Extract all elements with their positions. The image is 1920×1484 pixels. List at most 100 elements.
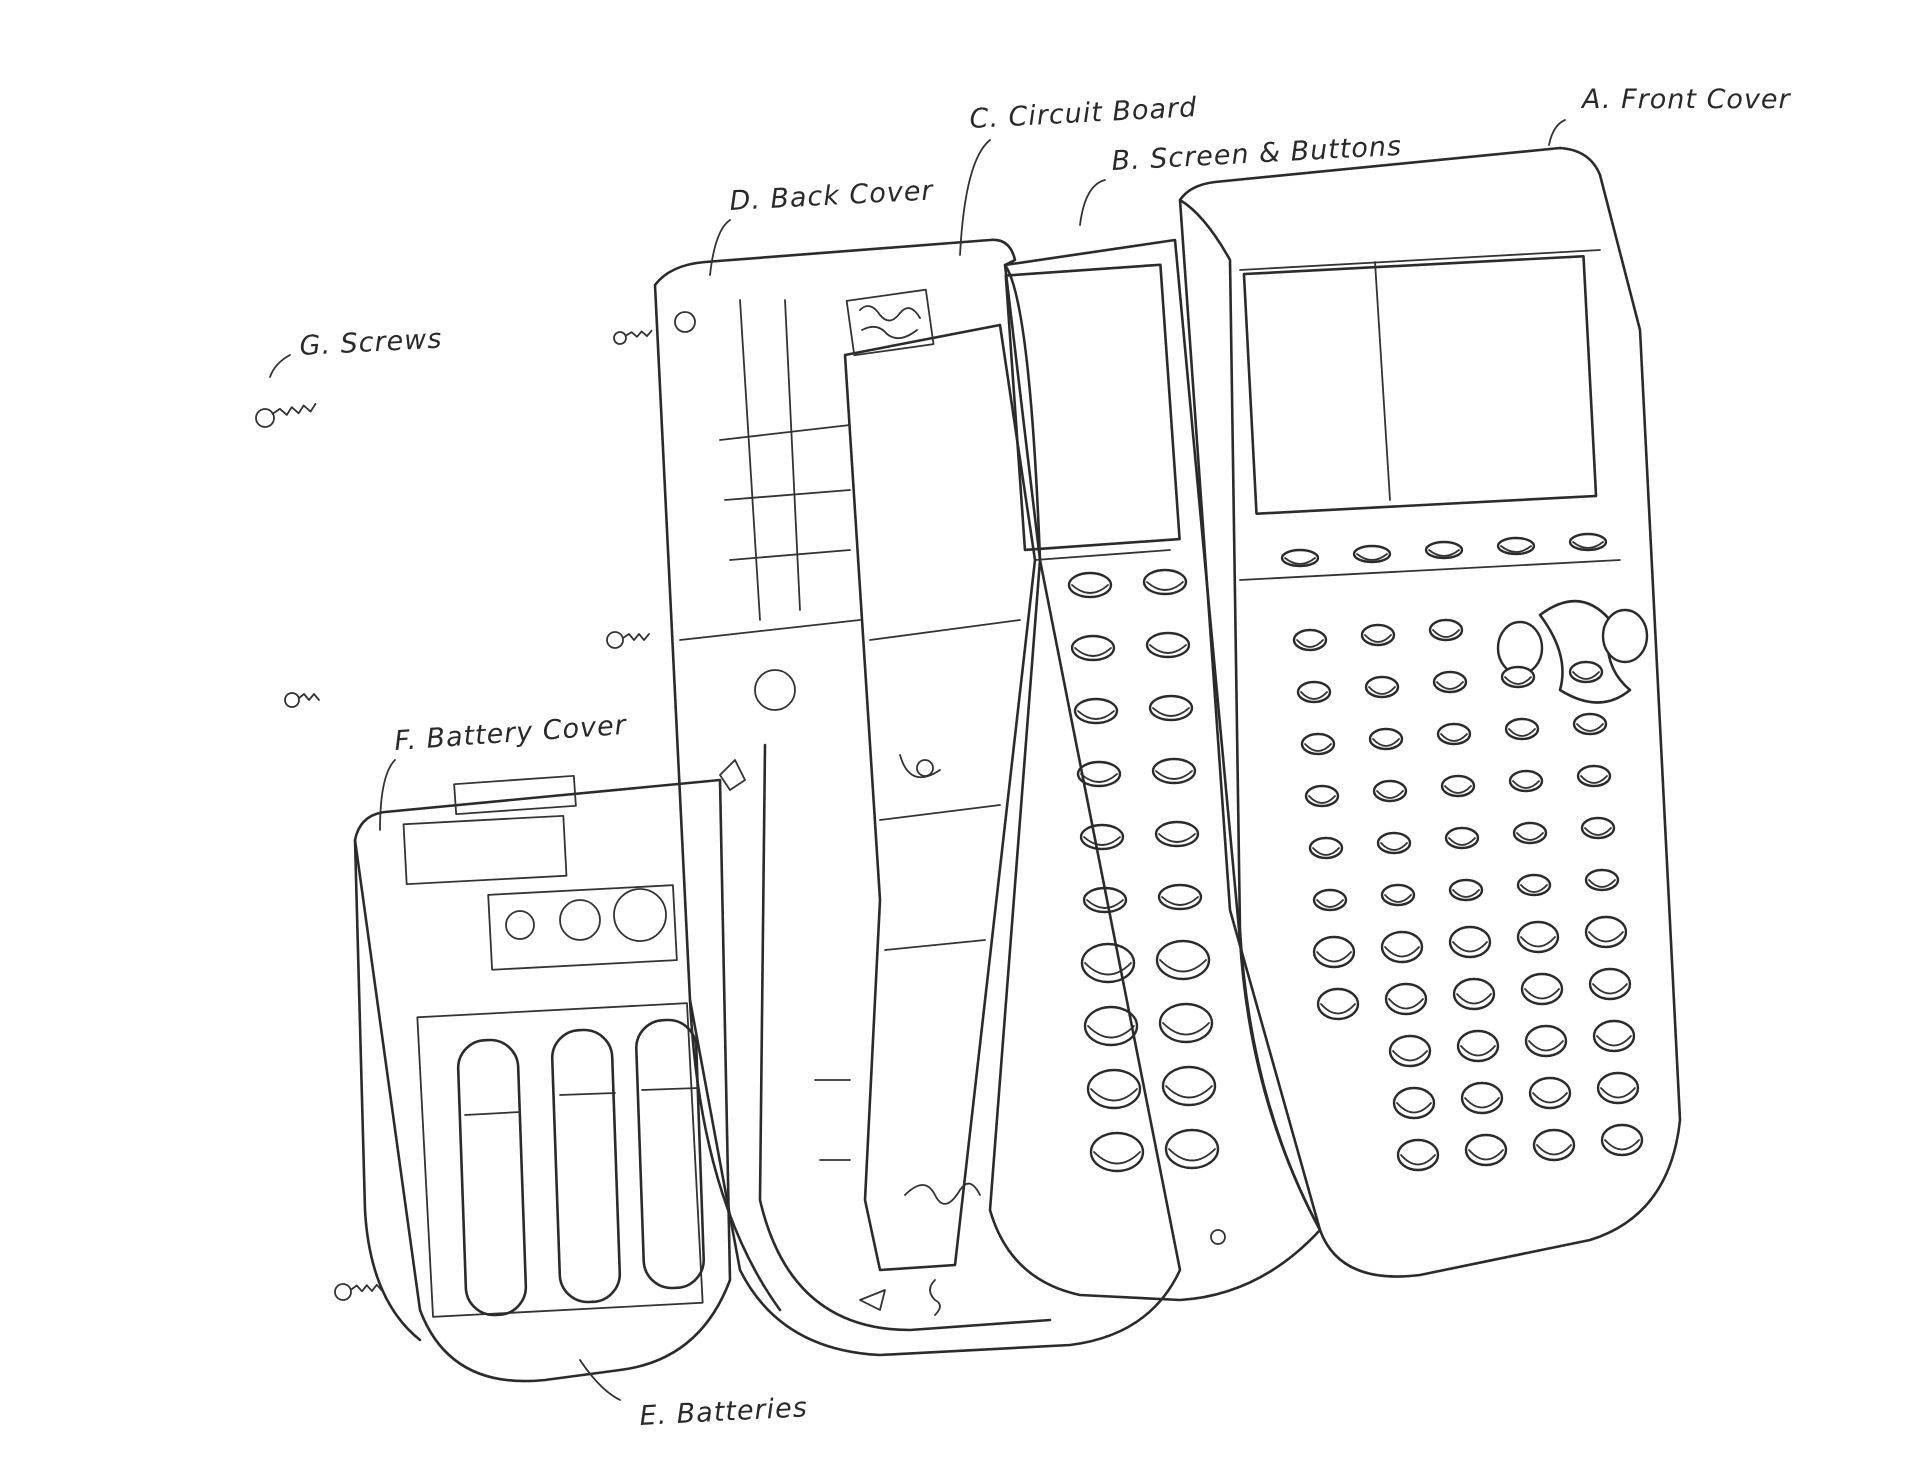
key-shadow: [1452, 889, 1480, 898]
key-shadow: [1400, 1154, 1436, 1166]
key-shadow: [1448, 837, 1476, 846]
key-shadow: [1380, 842, 1408, 851]
key-shadow: [1320, 1003, 1356, 1015]
screw: [613, 329, 653, 345]
label-front-cover: A. Front Cover: [1580, 84, 1792, 115]
key-cap: [1460, 1081, 1504, 1115]
key-shadow: [1168, 1148, 1216, 1162]
key-cap: [1396, 1138, 1440, 1172]
key-cap: [1584, 915, 1628, 949]
key-shadow: [1071, 584, 1109, 594]
key-shadow: [1308, 795, 1336, 804]
key-shadow: [1152, 707, 1190, 717]
key-shadow: [1536, 1144, 1572, 1156]
key-shadow: [1528, 1040, 1564, 1052]
key-shadow: [1388, 998, 1424, 1010]
key-cap: [1388, 1034, 1432, 1068]
screw: [334, 1283, 383, 1301]
back-cover: [653, 238, 1182, 1357]
screws: [255, 329, 653, 1301]
key-shadow: [1074, 647, 1112, 657]
front-cover: [1178, 146, 1682, 1278]
key-shadow: [1468, 1149, 1504, 1161]
key-shadow: [1312, 847, 1340, 856]
key-shadow: [1588, 931, 1624, 943]
leader-lines: [269, 119, 1566, 1401]
key-shadow: [1432, 629, 1460, 638]
label-batteries: E. Batteries: [639, 1392, 809, 1432]
key-shadow: [1087, 1025, 1135, 1039]
key-shadow: [1512, 780, 1540, 789]
key-cap: [1516, 920, 1560, 954]
leader-batteries: [579, 1359, 621, 1401]
key-shadow: [1520, 936, 1556, 948]
key-cap: [1380, 930, 1424, 964]
key-cap: [1086, 1068, 1142, 1110]
screw: [284, 692, 320, 708]
key-cap: [1164, 1128, 1220, 1170]
key-cap: [1089, 1131, 1145, 1173]
circuit-board: [843, 288, 1037, 1272]
label-screen-buttons: B. Screen & Buttons: [1111, 131, 1403, 177]
key-shadow: [1592, 983, 1628, 995]
screw: [255, 402, 317, 428]
key-shadow: [1524, 988, 1560, 1000]
key-shadow: [1284, 557, 1316, 565]
key-shadow: [1161, 896, 1199, 906]
key-cap: [1161, 1065, 1217, 1107]
key-shadow: [1428, 549, 1460, 557]
key-cap: [1392, 1086, 1436, 1120]
leader-circuit-board: [959, 139, 991, 256]
key-cap: [1532, 1128, 1576, 1162]
leader-screws: [269, 354, 291, 378]
key-shadow: [1376, 790, 1404, 799]
key-shadow: [1576, 723, 1604, 732]
key-shadow: [1604, 1139, 1640, 1151]
key-shadow: [1600, 1087, 1636, 1099]
key-shadow: [1368, 686, 1396, 695]
key-cap: [1158, 1002, 1214, 1044]
key-shadow: [1316, 899, 1344, 908]
key-cap: [1452, 977, 1496, 1011]
key-shadow: [1146, 581, 1184, 591]
key-cap: [1528, 1076, 1572, 1110]
key-shadow: [1392, 1050, 1428, 1062]
screen-and-buttons: [988, 238, 1322, 1302]
key-shadow: [1300, 691, 1328, 700]
label-battery-cover: F. Battery Cover: [393, 710, 628, 757]
key-shadow: [1584, 827, 1612, 836]
key-shadow: [1572, 671, 1600, 680]
key-shadow: [1452, 941, 1488, 953]
key-shadow: [1384, 946, 1420, 958]
key-shadow: [1508, 728, 1536, 737]
key-shadow: [1083, 836, 1121, 846]
key-shadow: [1086, 899, 1124, 909]
key-cap: [1080, 942, 1136, 984]
screw: [606, 631, 650, 649]
key-shadow: [1436, 681, 1464, 690]
key-cap: [1083, 1005, 1139, 1047]
key-shadow: [1155, 770, 1193, 780]
key-shadow: [1316, 951, 1352, 963]
key-shadow: [1080, 773, 1118, 783]
key-shadow: [1532, 1092, 1568, 1104]
key-shadow: [1516, 832, 1544, 841]
key-shadow: [1372, 738, 1400, 747]
leader-back-cover: [709, 219, 731, 276]
key-cap: [1384, 982, 1428, 1016]
key-shadow: [1572, 541, 1604, 549]
leader-screen-buttons: [1079, 179, 1106, 226]
key-shadow: [1304, 743, 1332, 752]
leader-battery-cover: [379, 759, 396, 831]
key-shadow: [1460, 1045, 1496, 1057]
key-shadow: [1149, 644, 1187, 654]
key-shadow: [1456, 993, 1492, 1005]
key-shadow: [1596, 1035, 1632, 1047]
key-shadow: [1440, 733, 1468, 742]
key-cap: [1524, 1024, 1568, 1058]
label-back-cover: D. Back Cover: [729, 175, 935, 217]
battery-cover: [353, 774, 732, 1383]
key-shadow: [1090, 1088, 1138, 1102]
key-shadow: [1520, 884, 1548, 893]
key-shadow: [1296, 639, 1324, 648]
